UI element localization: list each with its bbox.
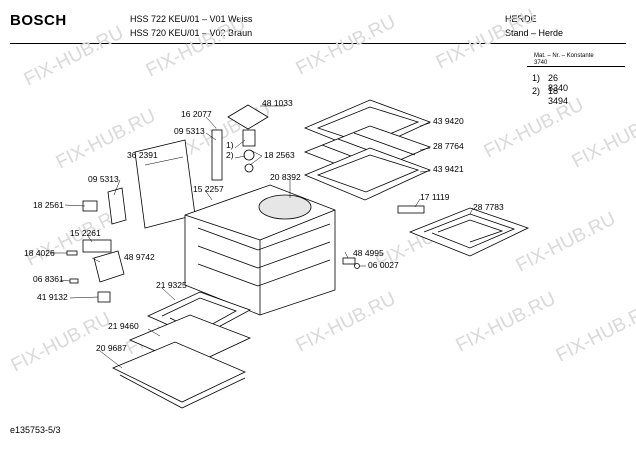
fan-cover-drawing bbox=[258, 194, 312, 220]
cavity-rails bbox=[197, 241, 331, 269]
cavity-edge bbox=[184, 214, 261, 241]
model-line-2: HSS 720 KEU/01 – V02 Braun bbox=[130, 28, 253, 38]
part-label: 20 8392 bbox=[270, 172, 301, 182]
cavity-rails bbox=[197, 223, 331, 251]
part-label: 06 0027 bbox=[368, 260, 399, 270]
part-label: 18 2561 bbox=[33, 200, 64, 210]
top-heating-element-drawing bbox=[408, 207, 530, 257]
part-label: 43 9420 bbox=[433, 116, 464, 126]
switch-bracket-drawing bbox=[93, 250, 125, 283]
tube-drawing bbox=[211, 129, 223, 181]
holder-drawing bbox=[397, 205, 425, 214]
part-label: 2) bbox=[226, 150, 234, 160]
material-row-key: 1) bbox=[532, 73, 541, 83]
screw-drawing bbox=[69, 278, 79, 284]
leader-lines bbox=[50, 105, 474, 369]
connector-drawing bbox=[97, 291, 111, 303]
model-line-1: HSS 722 KEU/01 – V01 Weiss bbox=[130, 14, 253, 24]
material-table-header: Mat. – Nr. – Konstante bbox=[534, 53, 594, 59]
brand-logo: BOSCH bbox=[10, 12, 67, 29]
material-table: Mat. – Nr. – Konstante 3740 1) 26 8340 2… bbox=[527, 53, 625, 106]
part-label: 48 1033 bbox=[262, 98, 293, 108]
part-label: 21 9325 bbox=[156, 280, 187, 290]
material-row-value: 18 3494 bbox=[548, 86, 569, 106]
part-label: 21 9460 bbox=[108, 321, 139, 331]
part-label: 18 2563 bbox=[264, 150, 295, 160]
watermark: FIX-HUB.RU bbox=[293, 11, 399, 79]
watermark: FIX-HUB.RU bbox=[553, 298, 636, 366]
material-row-2: 2) 18 3494 bbox=[532, 86, 568, 106]
document-id: e135753-5/3 bbox=[10, 425, 61, 435]
cavity-edge bbox=[259, 209, 336, 241]
category-title: HERDE bbox=[505, 14, 537, 24]
material-row-key: 2) bbox=[532, 86, 541, 96]
part-label: 06 8361 bbox=[33, 274, 64, 284]
part-labels: 48 1033 16 2077 09 5313 36 2391 1) 2) 18… bbox=[24, 98, 504, 353]
clip-drawing bbox=[342, 257, 356, 265]
lamp-socket-drawing bbox=[243, 149, 255, 161]
bracket-drawing bbox=[107, 187, 127, 225]
part-label: 17 1119 bbox=[420, 192, 450, 202]
cavity-rails bbox=[197, 259, 331, 287]
material-row-1: 1) 26 8340 bbox=[532, 73, 568, 93]
part-label: 20 9687 bbox=[96, 343, 127, 353]
material-table-rule bbox=[527, 66, 625, 67]
part-label: 48 4995 bbox=[353, 248, 384, 258]
watermark: FIX-HUB.RU bbox=[453, 288, 559, 356]
part-label: 48 9742 bbox=[124, 252, 155, 262]
part-label: 09 5313 bbox=[88, 174, 119, 184]
watermark: FIX-HUB.RU bbox=[433, 5, 539, 73]
part-label: 16 2077 bbox=[181, 109, 212, 119]
lamp-cover-drawing bbox=[242, 129, 256, 147]
header-divider bbox=[10, 43, 626, 44]
part-label: 41 9132 bbox=[37, 292, 68, 302]
part-label: 36 2391 bbox=[127, 150, 158, 160]
lamp-part-drawing bbox=[244, 163, 254, 173]
watermark-layer: FIX-HUB.RU FIX-HUB.RU FIX-HUB.RU FIX-HUB… bbox=[8, 5, 636, 376]
terminal-block-drawing bbox=[82, 239, 112, 253]
material-table-subheader: 3740 bbox=[534, 60, 548, 66]
part-label: 15 2261 bbox=[70, 228, 101, 238]
fitting-drawing bbox=[82, 200, 98, 212]
cover-plate-drawing bbox=[227, 104, 269, 130]
screw-drawing bbox=[354, 263, 360, 269]
part-label: 28 7783 bbox=[473, 202, 504, 212]
screw-drawing bbox=[66, 250, 78, 256]
part-label: 15 2257 bbox=[193, 184, 224, 194]
bottom-plate-drawing bbox=[112, 341, 246, 403]
watermark: FIX-HUB.RU bbox=[143, 13, 249, 81]
part-label: 18 4026 bbox=[24, 248, 55, 258]
part-label: 09 5313 bbox=[174, 126, 205, 136]
part-label: 1) bbox=[226, 140, 234, 150]
part-label: 43 9421 bbox=[433, 164, 464, 174]
category-subtitle: Stand – Herde bbox=[505, 28, 564, 38]
watermark: FIX-HUB.RU bbox=[21, 22, 127, 90]
material-row-value: 26 8340 bbox=[548, 73, 569, 93]
part-label: 28 7764 bbox=[433, 141, 464, 151]
watermark: FIX-HUB.RU bbox=[513, 208, 619, 276]
